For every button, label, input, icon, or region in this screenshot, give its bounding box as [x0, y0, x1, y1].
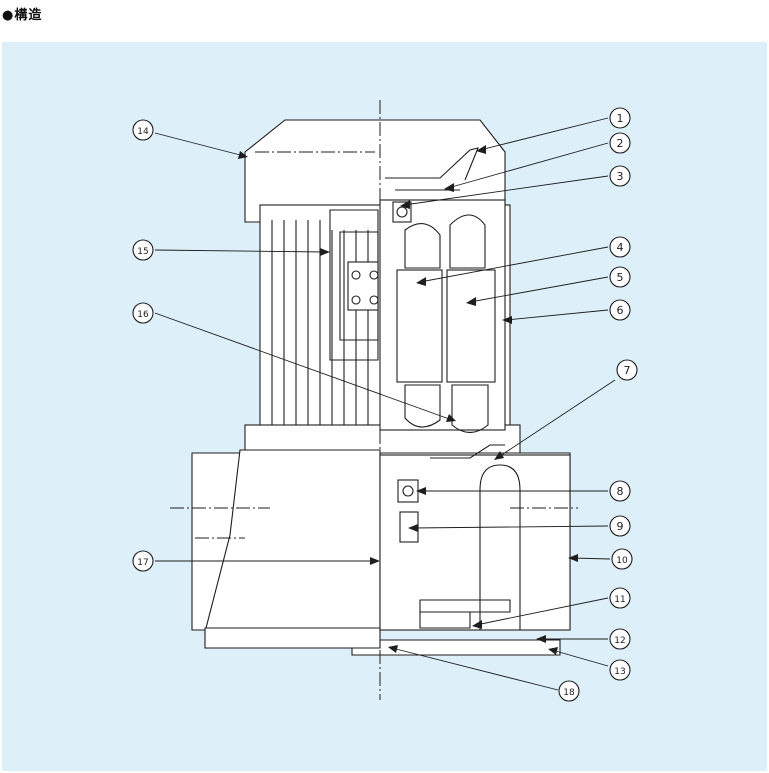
callout-7: 7	[616, 359, 638, 381]
callout-12: 12	[609, 628, 631, 650]
callout-5: 5	[609, 266, 631, 288]
callout-1: 1	[609, 107, 631, 129]
svg-text:3: 3	[617, 170, 624, 183]
callout-9: 9	[609, 515, 631, 537]
callout-14: 14	[132, 119, 154, 141]
svg-text:6: 6	[617, 304, 624, 317]
svg-text:18: 18	[563, 688, 575, 698]
centre-lines	[170, 100, 578, 700]
callout-4: 4	[609, 236, 631, 258]
svg-text:9: 9	[617, 520, 624, 533]
svg-text:16: 16	[137, 310, 149, 320]
callout-15: 15	[132, 239, 154, 261]
svg-text:17: 17	[137, 558, 148, 568]
callout-13: 13	[609, 659, 631, 681]
svg-text:7: 7	[624, 364, 631, 377]
svg-text:1: 1	[617, 112, 624, 125]
terminal-box	[329, 209, 379, 361]
svg-text:4: 4	[617, 241, 624, 254]
pump-section	[379, 444, 571, 631]
callout-11: 11	[609, 587, 631, 609]
svg-text:10: 10	[616, 556, 628, 566]
svg-text:2: 2	[617, 137, 624, 150]
svg-text:14: 14	[137, 127, 149, 137]
section-title: ●構造	[2, 8, 43, 23]
svg-text:11: 11	[614, 595, 625, 605]
callout-6: 6	[609, 299, 631, 321]
svg-text:5: 5	[617, 271, 624, 284]
leader-lines	[154, 117, 616, 691]
callout-8: 8	[609, 480, 631, 502]
callout-2: 2	[609, 132, 631, 154]
svg-text:12: 12	[614, 636, 625, 646]
callout-17: 17	[132, 550, 154, 572]
callout-16: 16	[132, 302, 154, 324]
svg-text:15: 15	[137, 247, 148, 257]
svg-text:8: 8	[617, 485, 624, 498]
callout-10: 10	[611, 548, 633, 570]
callout-18: 18	[558, 680, 580, 702]
callout-3: 3	[609, 165, 631, 187]
svg-text:13: 13	[614, 667, 625, 677]
